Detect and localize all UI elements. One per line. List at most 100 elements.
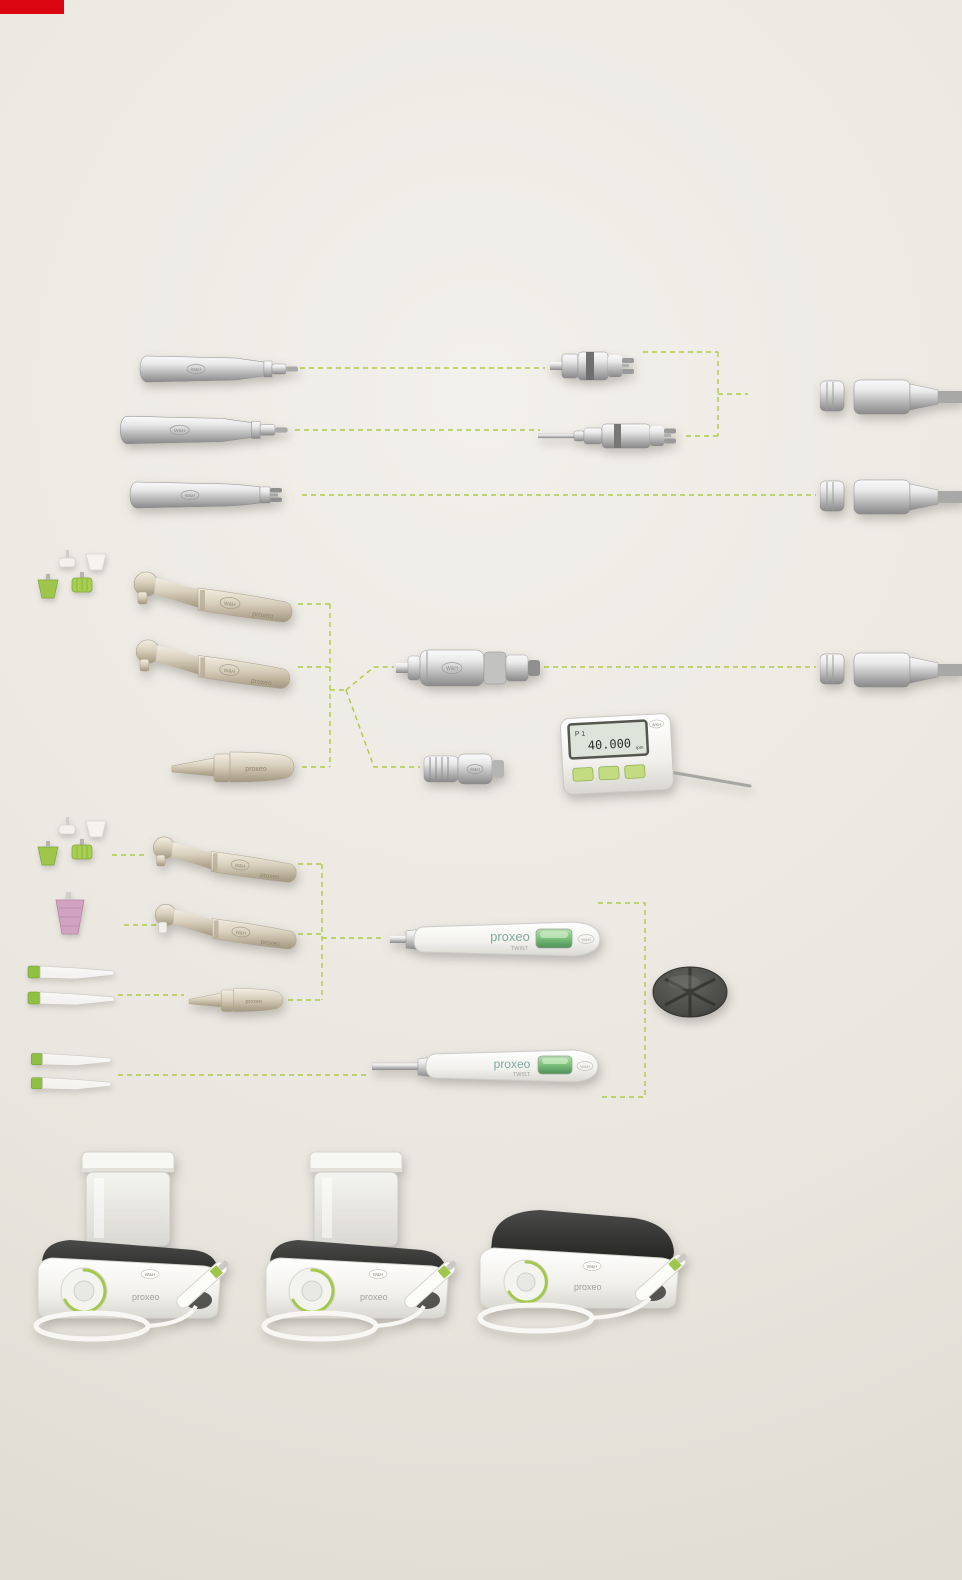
wh-logo-oval — [230, 859, 250, 871]
product-line-label: proxeo — [574, 1282, 602, 1292]
straight-nose-cone-2: proxeo — [188, 988, 284, 1012]
polishing-unit-3: W&H proxeo — [477, 1210, 687, 1334]
wh-logo-text: W&H — [235, 863, 246, 869]
handpiece-cable — [477, 1302, 595, 1334]
air-motor-small: W&H — [423, 753, 504, 785]
supply-hose-connector-2 — [820, 479, 962, 515]
contra-angle-handpiece-4: W&H proxeo — [154, 904, 297, 950]
connector-pin — [270, 493, 278, 497]
unit-handpiece — [635, 1253, 687, 1302]
contra-angle-handpiece-1: W&H proxeo — [133, 571, 293, 623]
series-label: TWIST — [511, 946, 529, 952]
water-bottle — [309, 1151, 403, 1247]
straight-handpiece-2: W&H — [120, 415, 288, 445]
straight-nose-cone-1: proxeo — [171, 751, 295, 783]
coupling-pin — [664, 434, 671, 437]
product-line-label: proxeo — [251, 678, 273, 688]
wh-logo-text: W&H — [174, 428, 186, 434]
wh-logo-text: W&H — [581, 937, 590, 942]
product-line-label: proxeo — [132, 1292, 160, 1302]
prophy-cup-white-icon — [85, 553, 107, 571]
top-accent-bar — [0, 0, 64, 14]
electric-motor: W&H — [396, 649, 540, 687]
wh-logo-text: W&H — [652, 722, 662, 727]
connector-pin — [270, 488, 282, 493]
wh-logo-oval — [180, 490, 200, 500]
wh-logo-oval — [368, 1269, 388, 1279]
prophy-cup-green-icon — [37, 846, 59, 866]
program-indicator: P 1 — [575, 731, 586, 739]
connector-pin — [270, 497, 282, 502]
cordless-prophy-handpiece-2: proxeo TWIST W&H — [372, 1049, 599, 1083]
wh-logo-text: W&H — [185, 493, 196, 498]
straight-handpiece-3-fixed-connection: W&H — [129, 481, 282, 509]
product-line-label: proxeo — [490, 929, 530, 944]
wh-logo-oval — [219, 664, 240, 676]
wh-logo-oval — [576, 1061, 594, 1071]
wh-logo-text: W&H — [373, 1272, 384, 1277]
speed-unit: rpm — [636, 745, 644, 750]
wh-logo-text: W&H — [580, 1064, 589, 1069]
control-button-3[interactable] — [624, 764, 646, 779]
wh-logo-oval — [466, 764, 484, 774]
prophy-angle-nozzle-icon — [30, 1077, 112, 1090]
speed-display-screen — [567, 719, 650, 760]
supply-hose-connector-3 — [820, 652, 962, 688]
straight-handpiece-1: W&H — [139, 355, 298, 383]
wh-logo-text: W&H — [145, 1272, 156, 1277]
product-line-label: proxeo — [360, 1292, 388, 1302]
coupling-pin — [664, 428, 676, 434]
product-line-label: proxeo — [260, 939, 280, 948]
wh-logo-oval — [231, 926, 251, 938]
prophy-attachments-group-2 — [37, 817, 107, 866]
water-bottle — [81, 1151, 175, 1247]
wh-logo-oval — [140, 1269, 160, 1279]
wh-logo-text: W&H — [224, 601, 237, 608]
turbine-quick-coupling — [550, 351, 634, 381]
prophy-angle-nozzle-icon — [27, 965, 115, 980]
coupling-pin — [622, 364, 629, 367]
control-button-2[interactable] — [598, 765, 620, 781]
hose-cable — [938, 491, 962, 503]
motor-control-unit: W&H P 1 40.000 rpm — [559, 713, 752, 795]
wh-logo-oval — [577, 934, 595, 944]
cordless-prophy-handpiece-1: proxeo TWIST W&H — [390, 921, 601, 957]
hose-cable — [938, 391, 962, 403]
coupling-pin — [622, 369, 634, 374]
wireless-foot-pedal[interactable] — [650, 960, 730, 1020]
unit-handpiece — [404, 1260, 457, 1309]
coupling-pin — [664, 438, 676, 444]
control-button-1[interactable] — [572, 767, 594, 782]
contra-angle-handpiece-2: W&H proxeo — [135, 639, 290, 689]
contra-angle-handpiece-3: W&H proxeo — [152, 836, 297, 883]
prophy-cup-green-icon — [37, 579, 59, 599]
product-line-label: proxeo — [494, 1057, 531, 1071]
speed-value: 40.000 — [587, 736, 631, 752]
wh-logo-text: W&H — [223, 668, 235, 675]
series-label: TWIST — [513, 1072, 531, 1078]
wh-logo-oval — [649, 719, 664, 729]
product-line-label: proxeo — [260, 872, 281, 881]
prophy-cup-white-icon — [85, 820, 107, 838]
wh-logo-oval — [219, 597, 241, 609]
disposable-prophy-angles-group-2 — [30, 1053, 112, 1090]
control-unit-rod — [668, 770, 752, 788]
prophy-cup-pink-icon — [55, 892, 85, 935]
polishing-unit-2: W&H proxeo — [261, 1151, 457, 1342]
product-line-label: proxeo — [245, 766, 267, 773]
wh-logo-text: W&H — [446, 666, 458, 672]
unit-handpiece — [176, 1260, 229, 1309]
polishing-unit-1: W&H proxeo — [33, 1151, 229, 1342]
wh-logo-oval — [186, 364, 206, 374]
prophy-brush-white-icon — [66, 550, 69, 558]
product-line-label: proxeo — [245, 999, 261, 1005]
supply-hose-connector-1 — [820, 379, 962, 415]
coupling-pin — [622, 358, 634, 363]
hose-cable — [938, 664, 962, 676]
prophy-brush-white-icon — [66, 817, 69, 825]
wh-logo-oval — [582, 1261, 602, 1271]
prophy-angle-nozzle-icon — [30, 1053, 112, 1066]
prophy-attachments-group-1 — [37, 550, 107, 599]
